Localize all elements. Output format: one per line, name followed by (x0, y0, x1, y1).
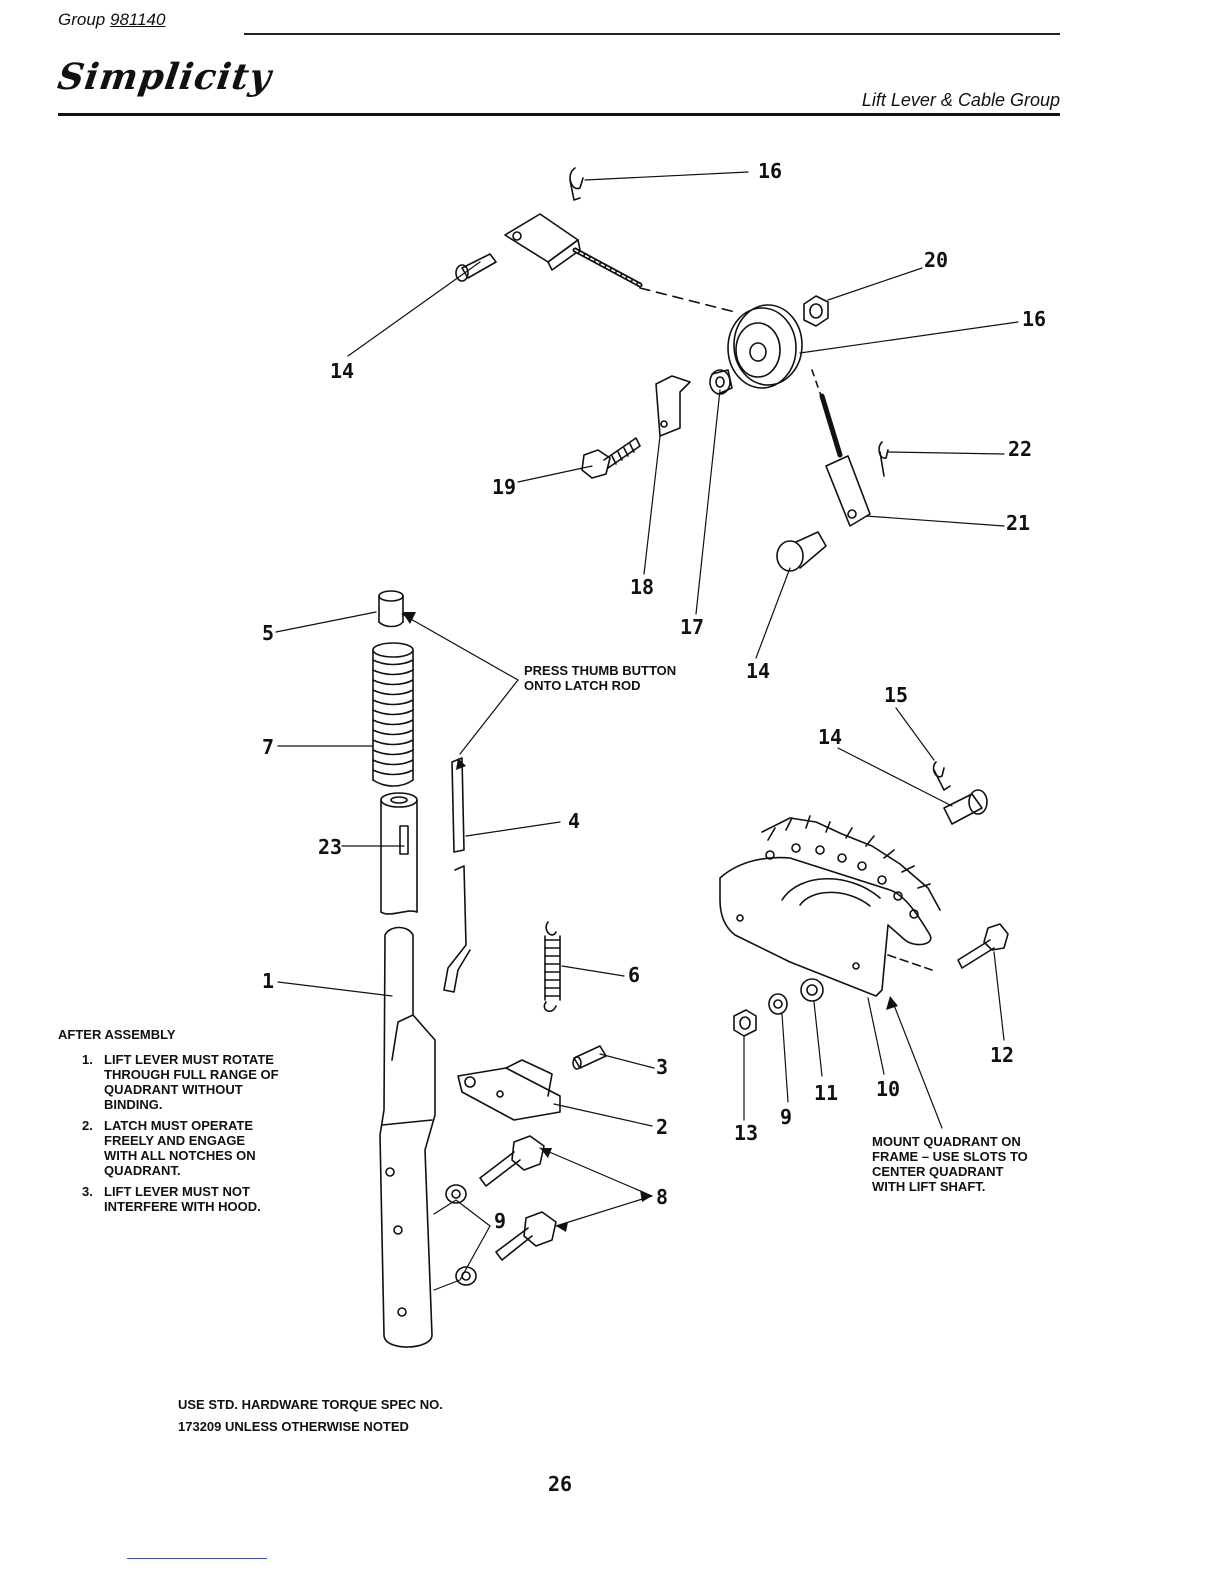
spring-7 (372, 642, 414, 787)
note-line: FRAME – USE SLOTS TO (872, 1149, 1028, 1164)
hairpin-clip-15 (932, 761, 951, 791)
callout-label: 14 (330, 359, 354, 383)
item-number: 1. (82, 1052, 93, 1067)
callout-label: 5 (262, 621, 274, 645)
list-item: 1. LIFT LEVER MUST ROTATE THROUGH FULL R… (82, 1052, 320, 1112)
callout-label: 9 (780, 1105, 792, 1129)
bolt-12 (957, 923, 1009, 969)
note-line: USE STD. HARDWARE TORQUE SPEC NO. (178, 1397, 443, 1412)
cable-end-upper (504, 213, 736, 313)
torque-note: USE STD. HARDWARE TORQUE SPEC NO. 173209… (178, 1394, 443, 1438)
nut-20 (803, 295, 829, 327)
callout-label: 14 (818, 725, 842, 749)
note-line: WITH LIFT SHAFT. (872, 1179, 986, 1194)
callout-label: 3 (656, 1055, 668, 1079)
lockwasher-9-right (768, 993, 788, 1015)
clevis-pin-14-top (455, 253, 497, 282)
mount-quadrant-note: MOUNT QUADRANT ON FRAME – USE SLOTS TO C… (872, 1134, 1028, 1194)
bolts-8 (479, 1135, 557, 1261)
bracket-18 (655, 375, 691, 437)
callout-label: 8 (656, 1185, 668, 1209)
thumb-button-note: PRESS THUMB BUTTON ONTO LATCH ROD (524, 663, 676, 693)
callout-label: 13 (734, 1121, 758, 1145)
arrowheads (402, 612, 898, 1232)
clevis-pin-14-mid (776, 531, 827, 572)
item-number: 3. (82, 1184, 93, 1199)
after-assembly-notes: AFTER ASSEMBLY 1. LIFT LEVER MUST ROTATE… (58, 1027, 320, 1220)
item-text: LIFT LEVER MUST ROTATE THROUGH FULL RANG… (104, 1052, 279, 1112)
page-number: 26 (548, 1472, 573, 1496)
latch-bracket-2 (457, 1059, 561, 1121)
callout-label: 6 (628, 963, 640, 987)
callout-label: 16 (1022, 307, 1046, 331)
note-line: ONTO LATCH ROD (524, 678, 641, 693)
callout-labels: 16 20 16 14 22 19 21 18 17 14 5 7 4 23 1… (262, 159, 1046, 1233)
callout-label: 1 (262, 969, 274, 993)
nut-13 (733, 1009, 757, 1037)
item-number: 2. (82, 1118, 93, 1133)
item-text: LIFT LEVER MUST NOT INTERFERE WITH HOOD. (104, 1184, 261, 1214)
top-rule (244, 33, 1060, 35)
callout-label: 9 (494, 1209, 506, 1233)
section-title: Lift Lever & Cable Group (861, 90, 1060, 110)
callout-label: 17 (680, 615, 704, 639)
note-line: MOUNT QUADRANT ON (872, 1134, 1021, 1149)
list-item: 2. LATCH MUST OPERATE FREELY AND ENGAGE … (82, 1118, 320, 1178)
flat-washer-11 (800, 978, 824, 1002)
callout-label: 10 (876, 1077, 900, 1101)
callout-label: 2 (656, 1115, 668, 1139)
note-line: 173209 UNLESS OTHERWISE NOTED (178, 1419, 409, 1434)
header-rule (58, 113, 1060, 116)
group-prefix: Group (58, 10, 106, 29)
list-item: 3. LIFT LEVER MUST NOT INTERFERE WITH HO… (82, 1184, 320, 1214)
callout-label: 16 (758, 159, 782, 183)
callout-label: 20 (924, 248, 948, 272)
lockwashers-9 (445, 1184, 477, 1286)
after-assembly-list: 1. LIFT LEVER MUST ROTATE THROUGH FULL R… (82, 1052, 320, 1214)
footer-rule (127, 1558, 267, 1559)
clevis-pin-14-right (943, 789, 988, 825)
note-line: CENTER QUADRANT (872, 1164, 1004, 1179)
spacer-17 (709, 369, 733, 395)
group-number: 981140 (109, 10, 166, 29)
lift-lever-1 (379, 926, 436, 1348)
callout-label: 21 (1006, 511, 1030, 535)
callout-label: 7 (262, 735, 274, 759)
callout-label: 23 (318, 835, 342, 859)
hairpin-clip-16-top (569, 167, 584, 201)
latch-rod-4 (443, 757, 471, 993)
callout-label: 22 (1008, 437, 1032, 461)
hairpin-clip-22 (878, 441, 889, 477)
callout-label: 15 (884, 683, 908, 707)
after-assembly-title: AFTER ASSEMBLY (58, 1027, 176, 1042)
bolt-19 (581, 437, 641, 479)
callout-label: 11 (814, 1081, 838, 1105)
item-text: LATCH MUST OPERATE FREELY AND ENGAGE WIT… (104, 1118, 256, 1178)
note-line: PRESS THUMB BUTTON (524, 663, 677, 678)
leader-lines (275, 171, 1019, 1291)
spring-6 (543, 921, 561, 1013)
quadrant-10 (719, 815, 941, 997)
callout-label: 19 (492, 475, 516, 499)
callout-label: 18 (630, 575, 654, 599)
callout-label: 14 (746, 659, 770, 683)
tube-23 (380, 792, 418, 915)
pulley-16 (727, 304, 803, 389)
cable-end-lower-21 (811, 369, 871, 527)
callout-label: 12 (990, 1043, 1014, 1067)
pin-3 (572, 1045, 607, 1070)
thumb-button-5 (378, 590, 404, 628)
group-label: Group 981140 (58, 10, 165, 30)
callout-label: 4 (568, 809, 580, 833)
